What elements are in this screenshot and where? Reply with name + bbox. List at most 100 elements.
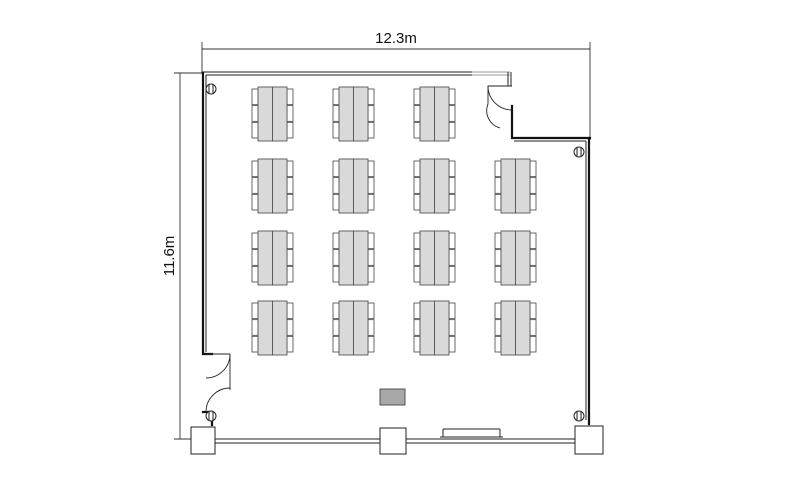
- table-top: [257, 300, 273, 356]
- chair: [494, 249, 502, 266]
- chair: [251, 335, 259, 353]
- table-cluster: [413, 158, 456, 214]
- chair: [286, 105, 294, 122]
- chair: [367, 88, 375, 106]
- table-cluster: [332, 86, 375, 142]
- table-cluster: [494, 300, 537, 356]
- chair: [448, 335, 456, 353]
- chair: [367, 319, 375, 336]
- chair: [286, 88, 294, 106]
- chair: [413, 193, 421, 211]
- chair: [494, 265, 502, 283]
- table-top: [419, 230, 435, 286]
- chair: [367, 302, 375, 320]
- table-top: [257, 86, 273, 142]
- table-cluster: [251, 230, 294, 286]
- table-top: [500, 158, 516, 214]
- chair: [332, 265, 340, 283]
- height-dimension: 11.6m: [161, 72, 204, 440]
- chair: [448, 160, 456, 178]
- table-top: [419, 300, 435, 356]
- chair: [367, 105, 375, 122]
- table-top: [272, 300, 288, 356]
- table-top: [434, 158, 450, 214]
- chair: [251, 249, 259, 266]
- chair: [529, 193, 537, 211]
- table-top: [353, 230, 369, 286]
- table-top: [272, 86, 288, 142]
- podium: [379, 388, 406, 406]
- chair: [529, 302, 537, 320]
- chair: [413, 249, 421, 266]
- chair: [251, 160, 259, 178]
- chair: [367, 121, 375, 139]
- chair: [332, 121, 340, 139]
- chair: [286, 160, 294, 178]
- table-top: [257, 158, 273, 214]
- chair: [448, 232, 456, 250]
- chair: [251, 121, 259, 139]
- whiteboard: [440, 428, 503, 438]
- column-bottom-right: [574, 425, 604, 455]
- chair: [332, 302, 340, 320]
- table-cluster: [413, 86, 456, 142]
- chair: [529, 249, 537, 266]
- chair: [413, 105, 421, 122]
- chair: [367, 177, 375, 194]
- chair: [494, 319, 502, 336]
- chair: [332, 88, 340, 106]
- table-top: [272, 158, 288, 214]
- table-top: [500, 300, 516, 356]
- chair: [286, 177, 294, 194]
- round-pillar-top-left: [205, 83, 217, 95]
- chair: [332, 335, 340, 353]
- door-left: [205, 353, 231, 413]
- width-dimension: 12.3m: [201, 30, 591, 140]
- chair: [448, 177, 456, 194]
- chair: [367, 232, 375, 250]
- chair: [251, 193, 259, 211]
- table-cluster: [251, 158, 294, 214]
- width-label: 12.3m: [375, 30, 417, 47]
- chair: [448, 319, 456, 336]
- chair: [332, 193, 340, 211]
- table-top: [515, 158, 531, 214]
- chair: [413, 302, 421, 320]
- table-top: [434, 86, 450, 142]
- chair: [494, 193, 502, 211]
- chair: [448, 88, 456, 106]
- table-top: [338, 230, 354, 286]
- chair: [251, 319, 259, 336]
- chair: [494, 335, 502, 353]
- chair: [494, 232, 502, 250]
- chair: [529, 160, 537, 178]
- chair: [367, 335, 375, 353]
- column-bottom-center: [379, 427, 407, 455]
- chair: [332, 105, 340, 122]
- chair: [448, 193, 456, 211]
- chair: [448, 265, 456, 283]
- table-cluster: [251, 300, 294, 356]
- table-cluster: [413, 300, 456, 356]
- chair: [413, 121, 421, 139]
- table-top: [419, 86, 435, 142]
- table-cluster: [251, 86, 294, 142]
- chair: [494, 160, 502, 178]
- chair: [413, 265, 421, 283]
- table-top: [434, 300, 450, 356]
- table-cluster: [413, 230, 456, 286]
- chair: [251, 105, 259, 122]
- chair: [494, 177, 502, 194]
- structural-columns: [190, 425, 604, 455]
- chair: [251, 177, 259, 194]
- table-top: [338, 300, 354, 356]
- chair: [332, 319, 340, 336]
- table-grid: [251, 86, 537, 356]
- table-top: [272, 230, 288, 286]
- chair: [494, 302, 502, 320]
- table-cluster: [494, 230, 537, 286]
- round-pillar-bottom-right: [573, 410, 585, 422]
- table-cluster: [494, 158, 537, 214]
- chair: [529, 319, 537, 336]
